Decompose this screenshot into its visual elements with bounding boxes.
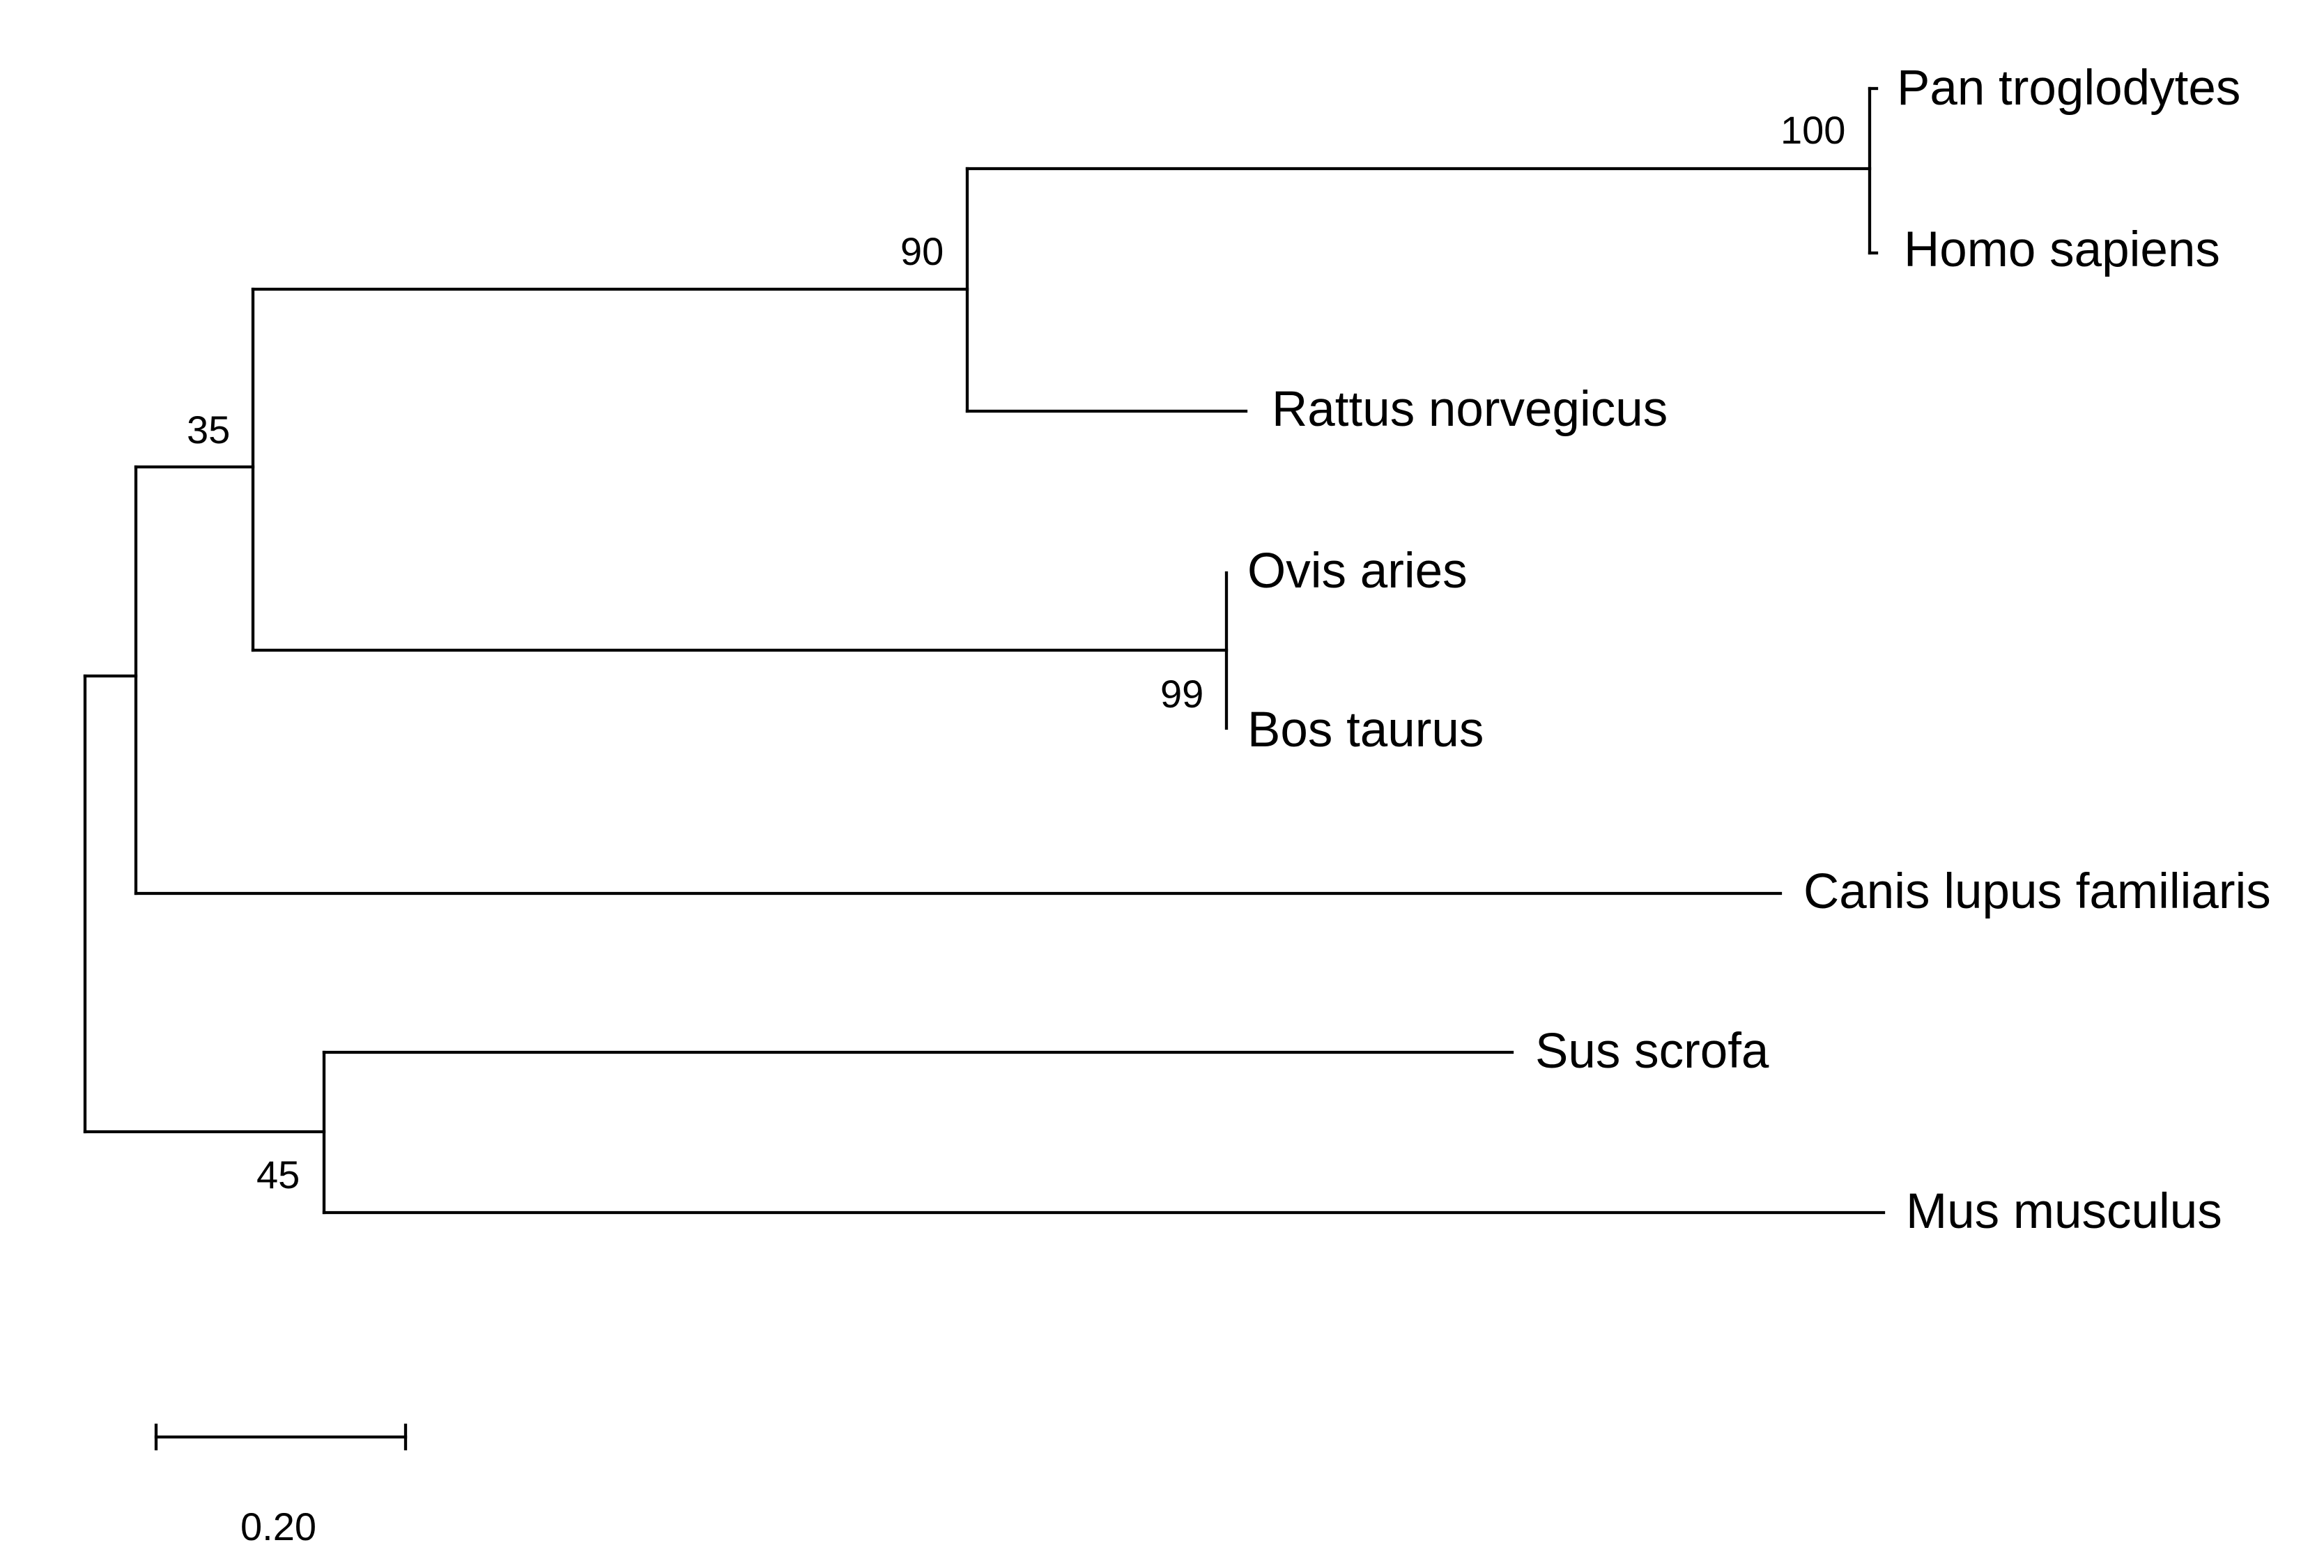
- support-value-clade-35: 35: [187, 408, 230, 452]
- taxon-label-canis-lupus-familiaris: Canis lupus familiaris: [1803, 864, 2271, 919]
- scale-bar: 0.20: [154, 1423, 408, 1548]
- taxon-label-mus-musculus: Mus musculus: [1906, 1184, 2222, 1239]
- scale-bar-label: 0.20: [240, 1505, 316, 1548]
- support-value-sus-mus: 45: [256, 1153, 300, 1197]
- taxon-label-rattus-norvegicus: Rattus norvegicus: [1272, 382, 1668, 437]
- support-value-ovis-bos: 99: [1160, 672, 1203, 716]
- taxon-label-bos-taurus: Bos taurus: [1247, 702, 1484, 758]
- taxon-label-ovis-aries: Ovis aries: [1247, 544, 1468, 599]
- taxon-label-sus-scrofa: Sus scrofa: [1535, 1024, 1769, 1079]
- taxon-label-homo-sapiens: Homo sapiens: [1904, 222, 2220, 277]
- taxon-label-pan-troglodytes: Pan troglodytes: [1897, 61, 2240, 116]
- support-value-primate-rattus: 90: [900, 229, 944, 273]
- support-value-pan-homo: 100: [1780, 108, 1845, 152]
